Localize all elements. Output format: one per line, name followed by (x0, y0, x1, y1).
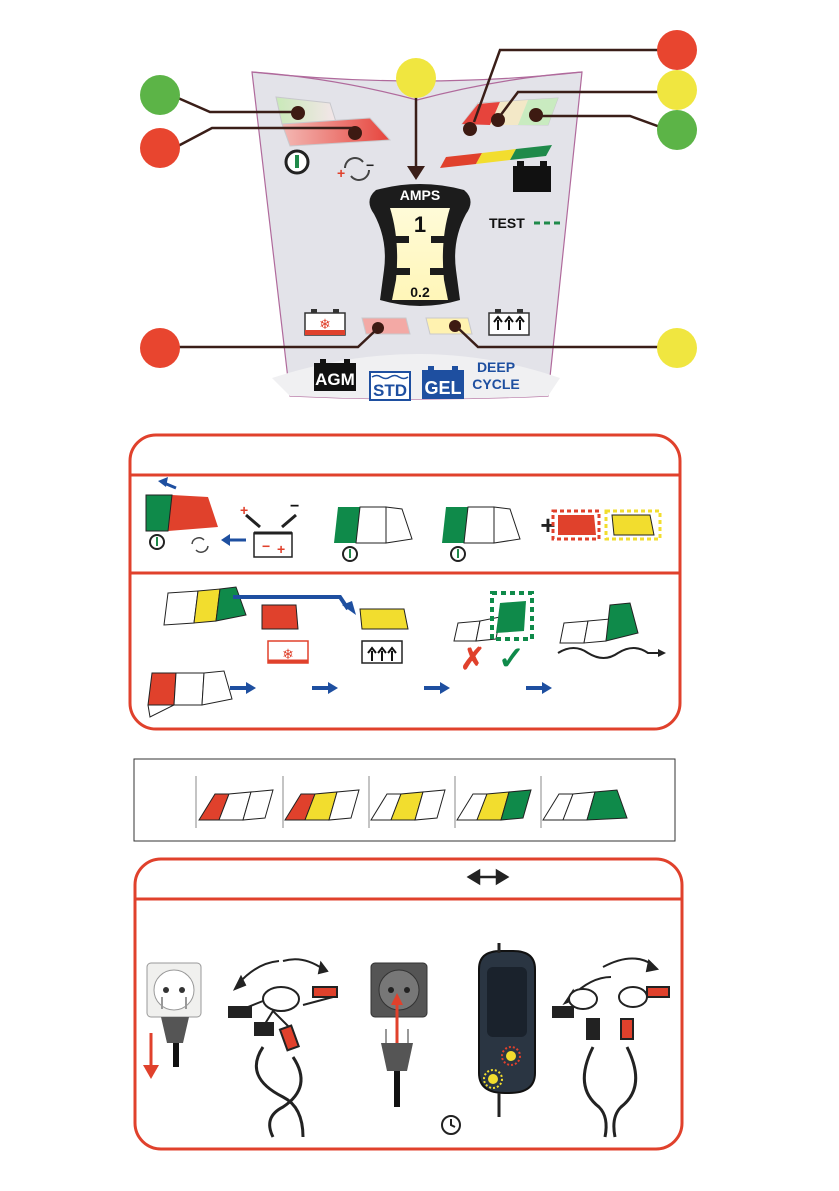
charge-level-table (133, 758, 676, 842)
led-sequence-diagram: − + + − + ❄ (128, 433, 682, 731)
agm-badge: AGM (314, 359, 356, 391)
callout-yellow-3 (657, 328, 697, 368)
callout-yellow-2 (657, 70, 697, 110)
test-label: TEST (489, 215, 525, 231)
callout-green-2 (657, 110, 697, 150)
svg-text:+: + (240, 502, 248, 518)
gel-badge: GEL (422, 366, 464, 399)
disconnect-procedure-diagram (133, 857, 684, 1153)
svg-text:STD: STD (373, 381, 407, 400)
svg-text:−: − (262, 538, 270, 554)
deep-cycle-line1: DEEP (477, 359, 515, 375)
svg-text:+: + (277, 541, 285, 557)
callout-yellow-1 (396, 58, 436, 98)
clock-icon (442, 1116, 460, 1134)
cold-battery-icon: ❄ (305, 309, 345, 335)
callout-red-2 (657, 30, 697, 70)
svg-text:−: − (290, 498, 299, 515)
svg-text:GEL: GEL (424, 378, 461, 398)
reconditioning-icon (489, 309, 529, 335)
svg-text:+: + (337, 165, 345, 181)
amps-value-low: 0.2 (410, 284, 430, 300)
svg-text:❄: ❄ (319, 316, 331, 332)
callout-green-1 (140, 75, 180, 115)
std-badge: STD (370, 372, 410, 400)
svg-text:✓: ✓ (498, 640, 525, 676)
svg-text:✗: ✗ (460, 643, 485, 676)
amps-value-high: 1 (414, 212, 426, 237)
charger-panel-diagram: + − TEST AMPS 1 0.2 ❄ (0, 0, 839, 420)
svg-text:−: − (366, 157, 374, 173)
svg-text:❄: ❄ (282, 646, 294, 662)
power-on-icon (286, 151, 308, 173)
callout-red-3 (140, 328, 180, 368)
led-red-bottom (362, 318, 410, 334)
deep-cycle-line2: CYCLE (472, 376, 519, 392)
callout-red-1 (140, 128, 180, 168)
svg-text:AGM: AGM (315, 370, 355, 389)
amps-label: AMPS (400, 187, 440, 203)
